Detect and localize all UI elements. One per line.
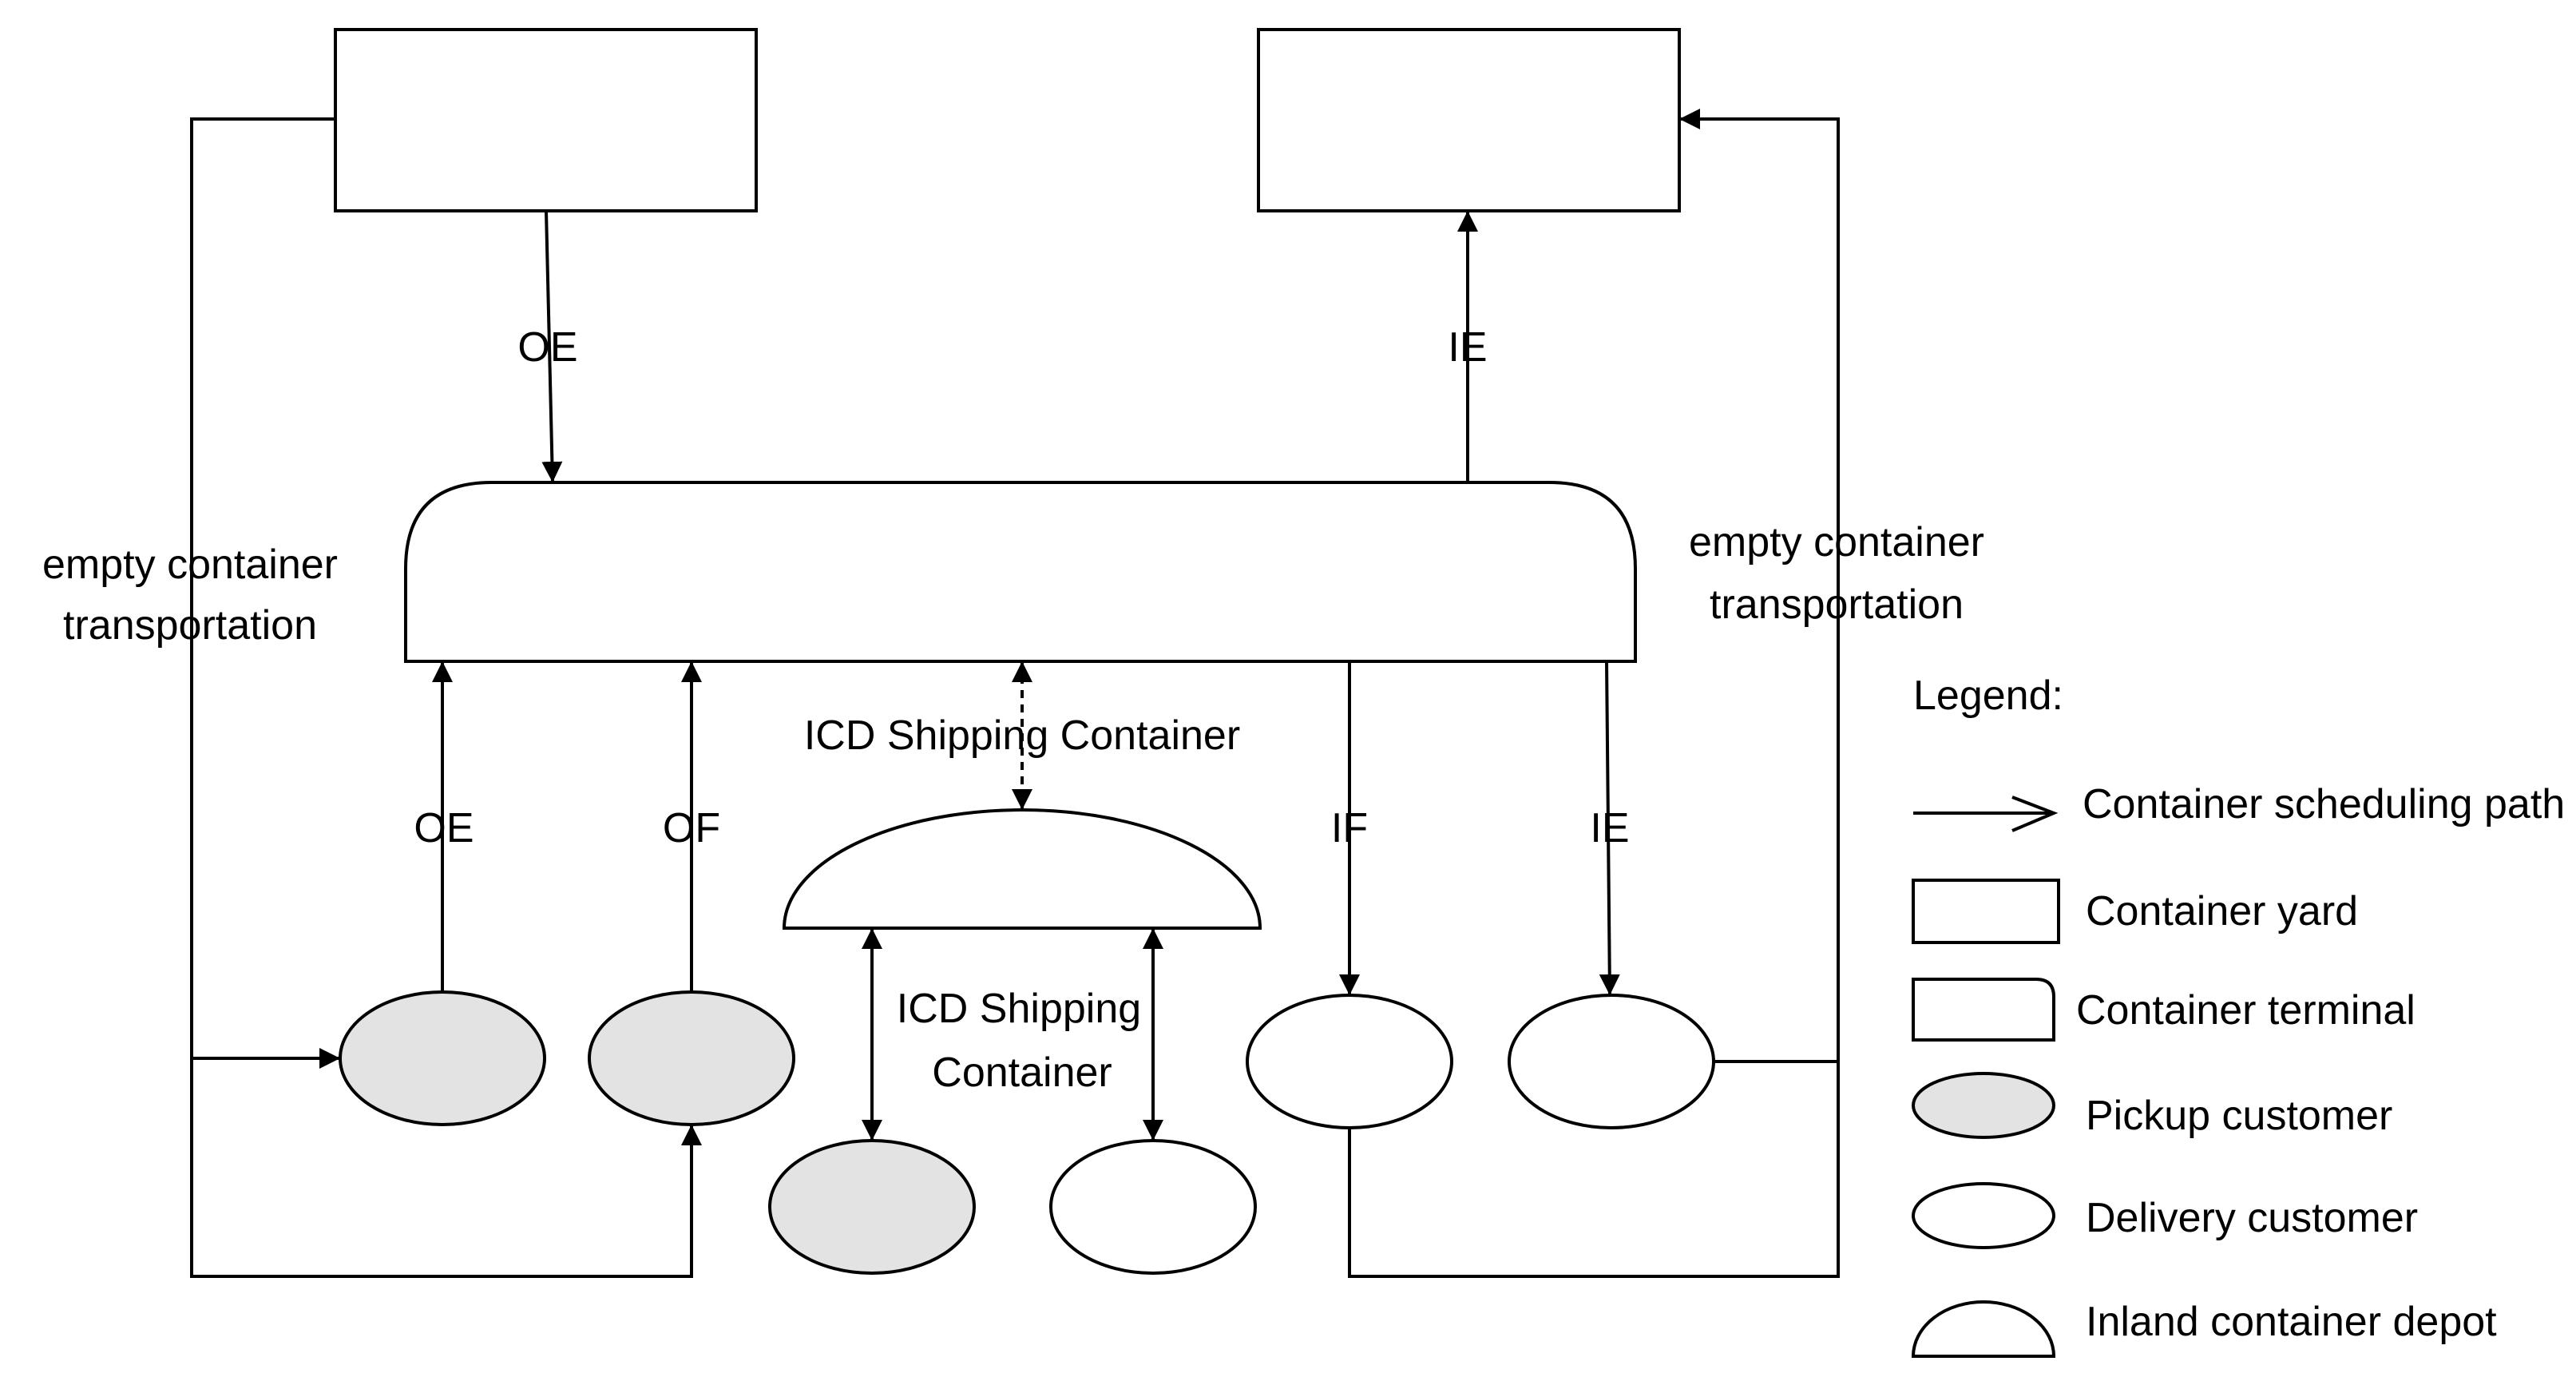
path-empty-right-loop [1348,109,1840,1278]
label-icd-mid-1: ICD Shipping [897,986,1141,1032]
delivery-customer-2 [1508,994,1715,1129]
legend-arrow-head [2011,796,2059,832]
label-empty-right-1: empty container [1689,519,1984,565]
label-ie-bottom: IE [1590,805,1629,851]
inland-container-depot [782,808,1262,930]
delivery-customer-1 [1246,994,1453,1129]
label-ie-top: IE [1448,324,1487,371]
label-empty-right-2: transportation [1710,581,1964,628]
label-icd-mid-2: Container [932,1050,1112,1096]
path-ie-terminal-to-customer [1599,661,1620,996]
legend-rounded-rectangle-icon [1912,978,2055,1042]
legend-shaded-ellipse-icon [1912,1072,2055,1139]
legend-label-delivery: Delivery customer [2086,1195,2418,1241]
container-yard-right [1257,28,1681,212]
label-if-bottom: IF [1331,805,1368,851]
path-oe-yard-to-terminal [541,210,563,483]
container-terminal [404,481,1637,663]
pickup-customer-2 [588,990,795,1126]
label-oe-top: OE [517,324,577,371]
legend-rectangle-icon [1912,879,2060,944]
path-empty-left-loop [190,117,702,1278]
pickup-customer-1 [339,990,546,1126]
label-oe-bottom: OE [414,805,474,851]
legend-label-depot: Inland container depot [2086,1299,2497,1345]
legend-title: Legend: [1913,673,2063,719]
label-icd-top: ICD Shipping Container [804,712,1240,759]
label-empty-left-2: transportation [63,602,317,649]
legend-label-path: Container scheduling path [2083,781,2565,827]
legend-label-pickup: Pickup customer [2086,1093,2392,1139]
label-of-bottom: OF [663,805,720,851]
pickup-customer-depot [768,1139,976,1275]
legend-label-yard: Container yard [2086,888,2358,935]
legend: Legend: Container scheduling path Contai… [1911,673,2565,1358]
delivery-customer-depot [1049,1139,1257,1275]
legend-label-terminal: Container terminal [2076,987,2415,1034]
container-yard-left [334,28,758,212]
legend-half-ellipse-icon [1911,1300,2056,1358]
label-empty-left-1: empty container [42,542,338,588]
legend-ellipse-icon [1912,1182,2055,1249]
